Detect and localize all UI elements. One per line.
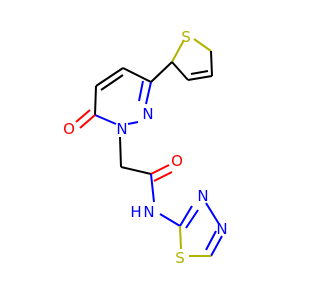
bond-amide-n bbox=[150, 173, 155, 203]
bond-ch2-carbonyl bbox=[120, 166, 152, 175]
bond-pyridazine-c4-c5 bbox=[95, 67, 124, 87]
thiadiazole-nitrogen-4-label: N bbox=[216, 220, 227, 238]
bond-carbonyl-o bbox=[79, 114, 96, 129]
ketone-oxygen-label: O bbox=[63, 120, 75, 138]
pyridazine-nitrogen-1-label: N bbox=[116, 120, 127, 138]
bond-pyridazine-c4-c5-double bbox=[100, 74, 124, 91]
molecule-structure: S O N N O N H N N S bbox=[63, 28, 228, 267]
bond-carbonyl-o-double bbox=[75, 109, 91, 123]
bond-thiadiazole-c2-n3-double bbox=[185, 209, 199, 229]
amide-nitrogen-label: N bbox=[143, 203, 154, 221]
bond-thiadiazole-c2-n3 bbox=[179, 205, 193, 227]
amide-hydrogen-label: H bbox=[130, 203, 141, 221]
bond-pyridazine-c5-c6 bbox=[94, 85, 97, 116]
bond-amide-o bbox=[150, 164, 170, 175]
bond-pyridazine-n2-n1 bbox=[127, 121, 139, 125]
bond-thiadiazole-n4-c5 bbox=[210, 235, 223, 257]
bond-thiadiazole-c2-s1 bbox=[179, 225, 182, 250]
bond-thiophene-c3-c4 bbox=[187, 75, 213, 81]
bond-n1-ch2 bbox=[119, 136, 122, 168]
pyridazine-nitrogen-2-label: N bbox=[142, 105, 153, 123]
bond-thiadiazole-n4-c5-double bbox=[205, 230, 217, 251]
bond-pyridazine-c3-n2 bbox=[145, 81, 152, 105]
bond-amide-o-double bbox=[153, 171, 173, 182]
bond-thiadiazole-n3-n4 bbox=[205, 202, 220, 225]
bond-thiophene-c3-c4-double bbox=[190, 70, 209, 75]
bond-amide-n-thiadiazole bbox=[159, 213, 181, 227]
bond-pyridazine-c3-n2-double bbox=[138, 80, 144, 102]
bond-thiophene-c2-c3 bbox=[171, 61, 189, 81]
bond-thiophene-s-c2 bbox=[171, 39, 185, 63]
bonds bbox=[75, 38, 223, 257]
bond-thiophene-c4-c5 bbox=[210, 50, 213, 77]
amide-oxygen-label: O bbox=[171, 152, 183, 170]
atom-labels: S O N N O N H N N S bbox=[63, 28, 228, 267]
thiophene-sulfur-label: S bbox=[181, 28, 191, 46]
bond-thiophene-link bbox=[150, 61, 173, 83]
thiadiazole-sulfur-label: S bbox=[175, 249, 185, 267]
bond-pyridazine-c3-c4 bbox=[122, 67, 152, 83]
bond-thiophene-s-c5 bbox=[193, 38, 212, 52]
bond-pyridazine-n1-c6 bbox=[94, 114, 117, 125]
thiadiazole-nitrogen-3-label: N bbox=[197, 187, 208, 205]
